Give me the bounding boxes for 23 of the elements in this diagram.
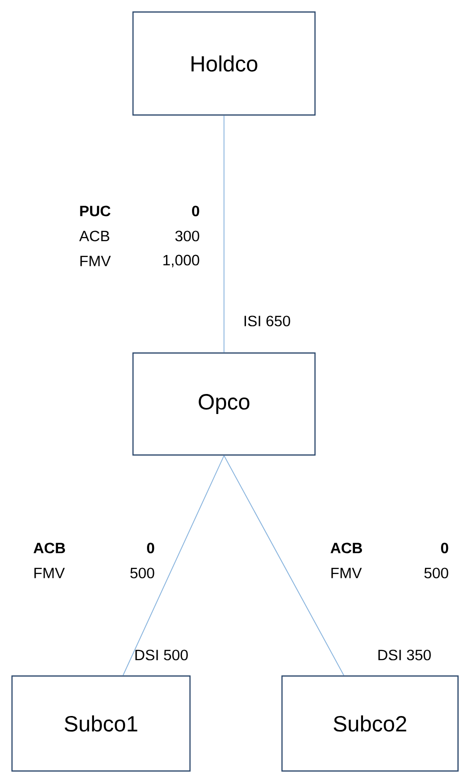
connector-line	[224, 455, 344, 676]
table-text: ISI 650	[244, 316, 290, 326]
table-text: 0	[147, 542, 154, 554]
table-text: FMV	[34, 568, 65, 578]
table-text: ACB	[34, 542, 65, 554]
table-text: ACB	[79, 230, 110, 242]
table-text: PUC	[80, 206, 110, 216]
table-text: 500	[424, 568, 448, 578]
entity-box: Subco2	[281, 675, 459, 772]
entity-box: Subco1	[11, 675, 191, 772]
table-text: 500	[130, 568, 154, 578]
table-text: 300	[175, 230, 200, 242]
table-text: FMV	[80, 256, 111, 266]
table-text: DSI 500	[135, 650, 188, 660]
table-text: DSI 350	[378, 650, 431, 660]
table-text: 1,000	[163, 254, 200, 268]
table-text: 0	[441, 542, 448, 554]
connector-line	[122, 455, 224, 676]
table-text: FMV	[331, 568, 362, 578]
table-text: ACB	[330, 542, 362, 554]
entity-box: Opco	[132, 352, 316, 456]
table-text: 0	[192, 206, 200, 216]
entity-box: Holdco	[132, 11, 316, 116]
